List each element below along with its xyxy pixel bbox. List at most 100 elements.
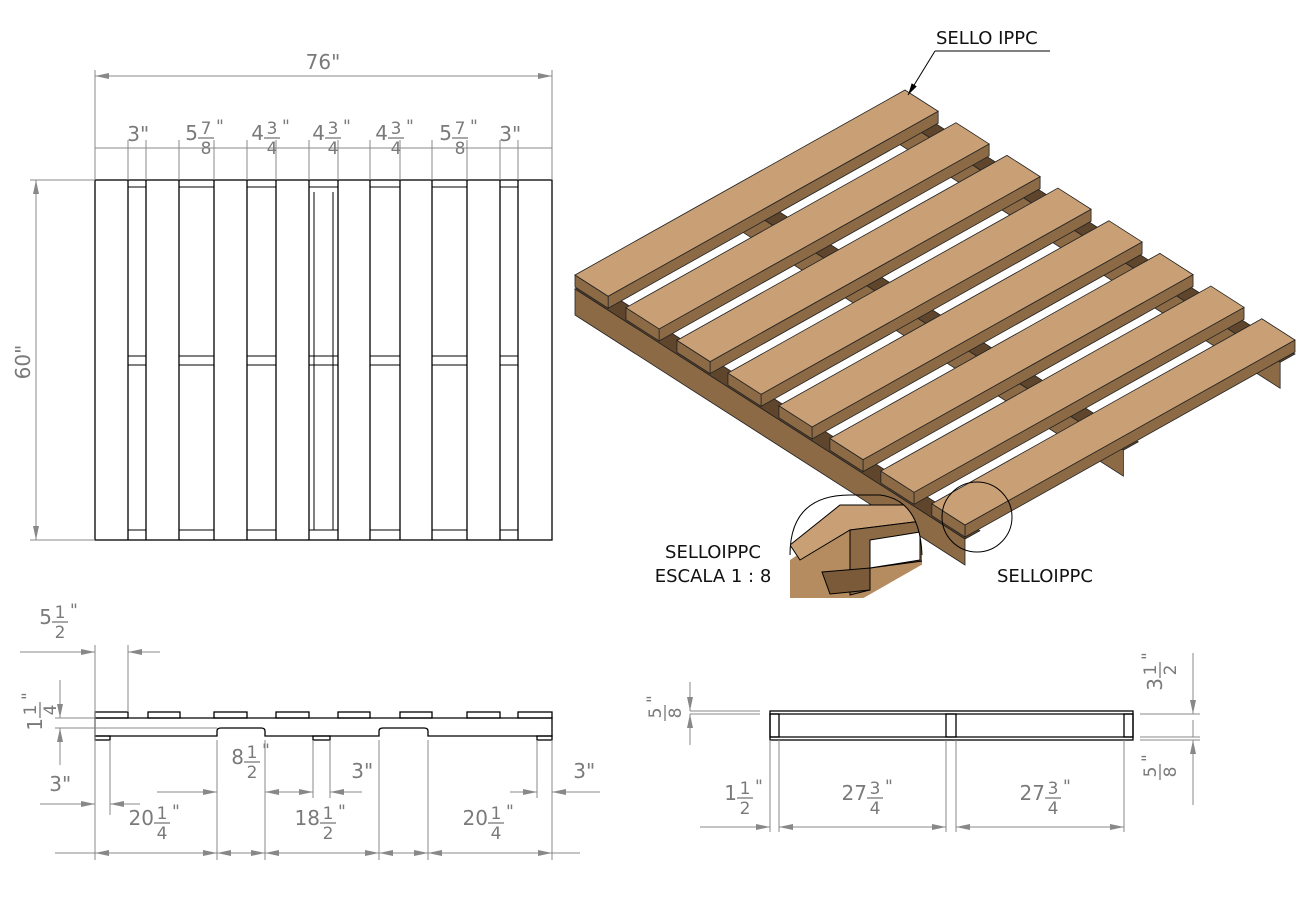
dimension-numerator: 1 <box>157 804 168 824</box>
dimension-numerator: 1 <box>1141 665 1161 676</box>
dimension-unit: " <box>470 117 478 137</box>
dimension-unit: " <box>140 122 149 146</box>
detail-scale: ESCALA 1 : 8 <box>655 566 772 587</box>
dimension-numerator: 3 <box>391 119 402 139</box>
dimension-unit: " <box>172 802 180 822</box>
dimension-whole: 27 <box>842 781 867 805</box>
spacing-dim: 3" <box>127 122 149 146</box>
dimension-whole: 1 <box>724 781 737 805</box>
top-view-outline <box>94 179 553 541</box>
dimension-value: 3 <box>573 759 586 783</box>
overall-width-label: 76" <box>306 50 341 74</box>
callout-leader <box>907 50 936 96</box>
dimension-value: 3 <box>499 122 512 146</box>
dimension-unit: " <box>1139 754 1159 762</box>
dimension-whole: 4 <box>251 121 264 145</box>
dimension-unit: " <box>506 802 514 822</box>
dimension-numerator: 7 <box>455 119 466 139</box>
dimension-unit: " <box>364 759 373 783</box>
sello-ippc-callout: SELLO IPPC <box>936 28 1038 49</box>
dimension-numerator: 7 <box>201 119 212 139</box>
dimension-unit: " <box>343 117 351 137</box>
deck-board <box>625 122 990 330</box>
dimension-numerator: 3 <box>267 119 278 139</box>
deck-board <box>931 318 1296 526</box>
detail-title: SELLOIPPC <box>665 542 761 563</box>
dimension-whole: 1 <box>23 718 47 731</box>
dimension-unit: " <box>1139 652 1159 660</box>
deck-board <box>574 89 939 297</box>
dimension-unit: " <box>512 122 521 146</box>
deck-board-section <box>517 711 553 719</box>
detail-circle <box>941 481 1013 553</box>
end-view <box>687 653 1200 832</box>
deck-board <box>676 154 1041 363</box>
dimension-unit: " <box>70 601 78 621</box>
dimension-denominator: 8 <box>201 139 212 159</box>
dimension-unit: " <box>755 777 763 797</box>
dimension-denominator: 8 <box>666 708 686 719</box>
dimension-denominator: 4 <box>267 139 278 159</box>
dimension-numerator: 1 <box>491 804 502 824</box>
side-view-frame <box>94 717 553 737</box>
dimension-denominator: 2 <box>1161 665 1181 676</box>
dimension-whole: 4 <box>375 121 388 145</box>
dimension-unit: " <box>338 802 346 822</box>
dimension-unit: " <box>1063 777 1071 797</box>
dimension-whole: 5 <box>185 121 198 145</box>
spacing-dim: 3" <box>499 122 521 146</box>
dimension-whole: 3 <box>1143 678 1167 691</box>
dimension-unit: " <box>62 772 71 796</box>
dimension-unit: " <box>406 117 414 137</box>
dimension-denominator: 4 <box>157 824 168 844</box>
dimension-value: 3 <box>49 772 62 796</box>
dimension-denominator: 2 <box>55 623 66 643</box>
dimension-unit: " <box>282 117 290 137</box>
dimension-whole: 20 <box>463 806 488 830</box>
top-view-boards <box>127 180 519 540</box>
dimension-whole: 4 <box>312 121 325 145</box>
deck-board-section <box>94 711 129 719</box>
dimension-unit: " <box>644 695 664 703</box>
dimension-numerator: 1 <box>247 743 258 763</box>
end-block-dim: 3" <box>49 772 71 796</box>
deck-board-section <box>337 711 371 719</box>
dimension-unit: " <box>586 759 595 783</box>
dimension-denominator: 2 <box>247 763 258 783</box>
dimension-unit: " <box>262 741 270 761</box>
dimension-numerator: 1 <box>21 705 41 716</box>
dimension-whole: 20 <box>129 806 154 830</box>
deck-board <box>778 220 1143 428</box>
dimension-denominator: 4 <box>391 139 402 159</box>
dimension-denominator: 8 <box>455 139 466 159</box>
stringer-right <box>1123 713 1134 738</box>
dimension-numerator: 1 <box>740 779 751 799</box>
detail-view <box>790 504 922 598</box>
deck-board-section <box>466 711 501 719</box>
dimension-whole: 5 <box>439 121 452 145</box>
dimension-unit: " <box>885 777 893 797</box>
dimension-numerator: 3 <box>870 779 881 799</box>
dimension-whole: 8 <box>231 745 244 769</box>
deck-board-section <box>213 711 248 719</box>
dimension-unit: " <box>19 692 39 700</box>
dimension-whole: 5 <box>39 605 52 629</box>
dimension-denominator: 4 <box>328 139 339 159</box>
dimension-unit: " <box>216 117 224 137</box>
